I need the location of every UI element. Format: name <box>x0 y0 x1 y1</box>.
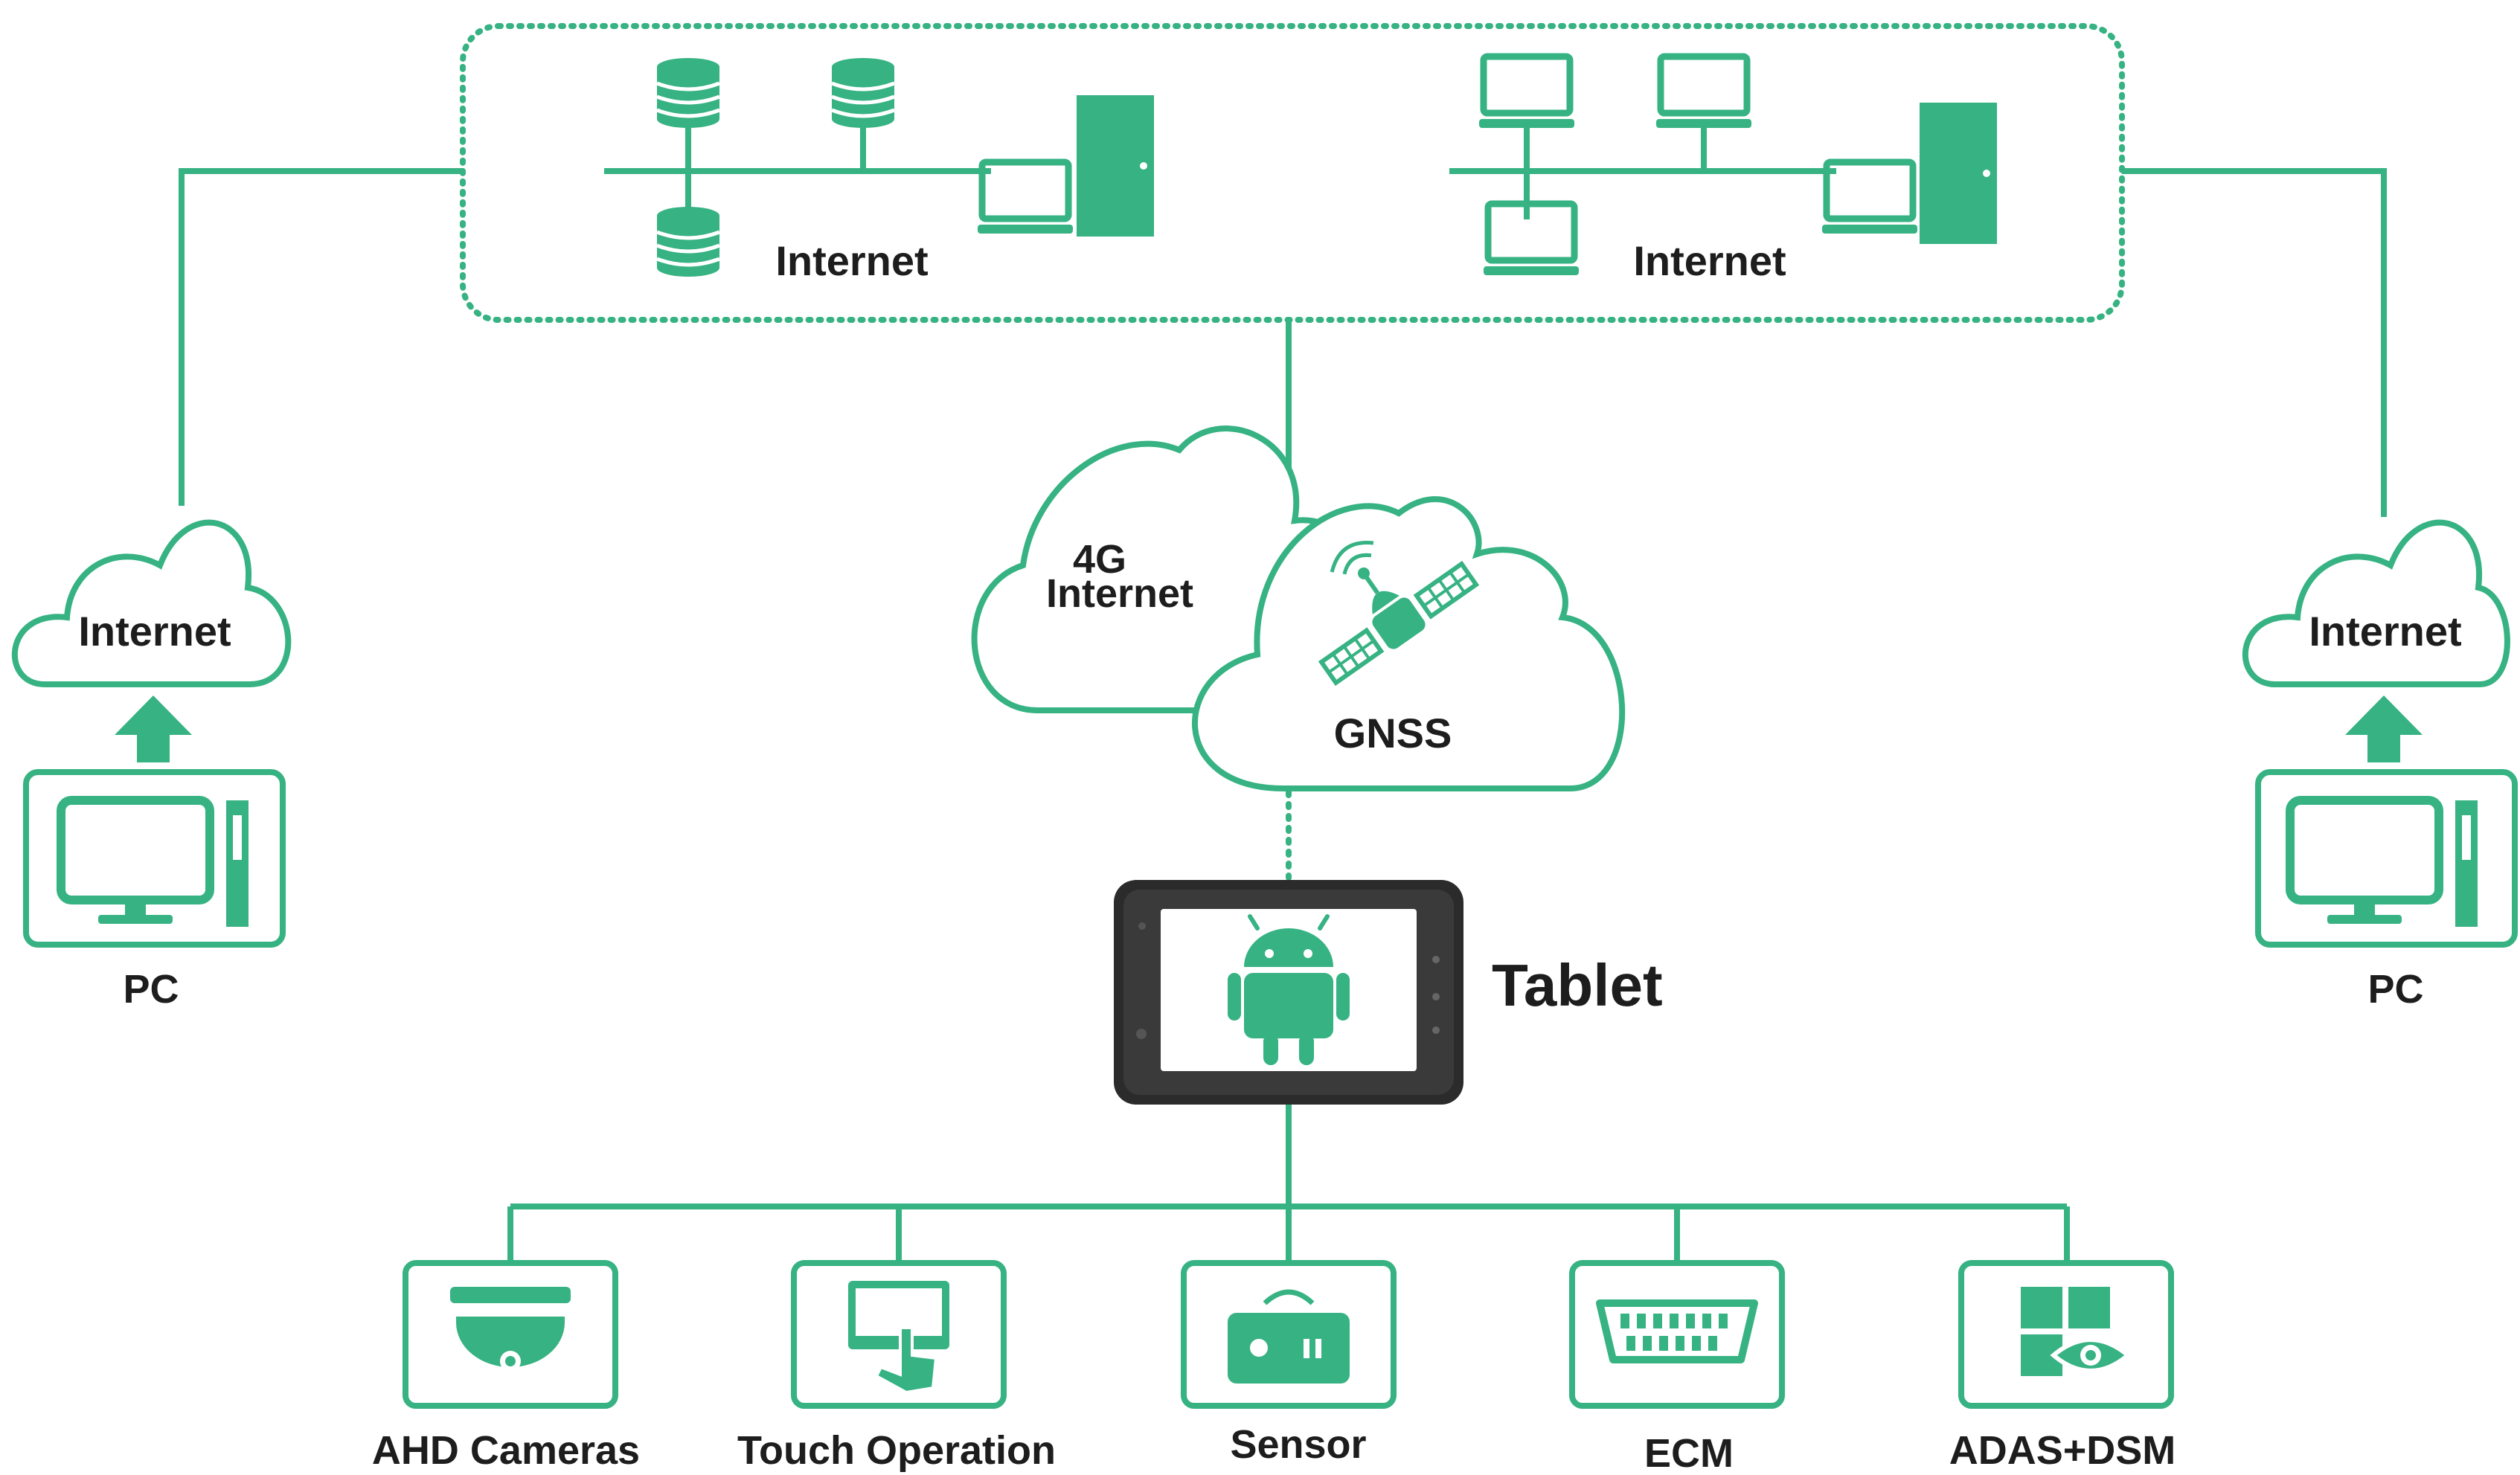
peripheral-sensor: Sensor <box>1181 1260 1397 1467</box>
desktop-pc-icon <box>2290 800 2478 927</box>
peripheral-label: ADAS+DSM <box>1949 1428 2176 1473</box>
peripheral-label: Touch Operation <box>737 1428 1056 1473</box>
laptop-icon <box>978 162 1073 234</box>
left-client: Internet PC <box>11 519 292 1012</box>
tablet-device: Tablet <box>1114 880 1663 1105</box>
tablet-label: Tablet <box>1492 952 1663 1018</box>
dome-camera-icon <box>450 1287 571 1372</box>
cloud-gnss <box>1191 496 1626 791</box>
server-icon <box>1920 103 1997 244</box>
adas-eye-icon <box>2021 1287 2132 1376</box>
database-icon <box>657 207 719 277</box>
upload-arrow-icon <box>115 695 192 762</box>
cloud-label-4g-line1: 4G <box>1073 537 1126 582</box>
desktop-pc-icon <box>61 800 249 927</box>
left-lan: Internet <box>604 58 1154 284</box>
peripheral-touch-operation: Touch Operation <box>737 1260 1056 1473</box>
peripheral-label: ECM <box>1644 1431 1734 1475</box>
database-icon <box>657 58 719 128</box>
server-icon <box>1077 95 1154 237</box>
right-lan: Internet <box>1449 57 1997 284</box>
pc-label-right: PC <box>2367 967 2423 1012</box>
peripheral-adas-dsm: ADAS+DSM <box>1949 1260 2176 1473</box>
pc-label-left: PC <box>123 967 179 1012</box>
cloud-icon <box>11 519 292 687</box>
right-client: Internet PC <box>2242 519 2518 1012</box>
sensor-icon <box>1228 1289 1350 1384</box>
obd-connector-icon <box>1596 1299 1758 1363</box>
cloud-label-right: Internet <box>2309 608 2461 655</box>
pc-box <box>23 769 286 948</box>
network-label-right: Internet <box>1633 237 1786 284</box>
laptop-icon <box>1484 204 1579 275</box>
network-label-left: Internet <box>775 237 928 284</box>
server-network-group: Internet Internet <box>460 23 2125 323</box>
laptop-icon <box>1656 57 1751 128</box>
laptop-icon <box>1822 162 1917 234</box>
cloud-label-gnss: GNSS <box>1334 710 1452 756</box>
cloud-label-left: Internet <box>78 608 231 655</box>
cloud-icon <box>2242 519 2510 687</box>
peripheral-ahd-cameras: AHD Cameras <box>372 1260 640 1473</box>
touch-screen-icon <box>848 1281 949 1395</box>
satellite-icon <box>1318 541 1480 687</box>
peripheral-label: Sensor <box>1230 1422 1366 1467</box>
database-icon <box>832 58 894 128</box>
pc-box <box>2255 769 2518 948</box>
upload-arrow-icon <box>2345 695 2423 762</box>
peripheral-label: AHD Cameras <box>372 1428 640 1473</box>
peripheral-ecm: ECM <box>1569 1260 1785 1475</box>
central-clouds: 4G Internet GNSS <box>971 425 1626 791</box>
cloud-label-4g-line2: Internet <box>1046 571 1193 616</box>
laptop-icon <box>1479 57 1574 128</box>
android-icon <box>1228 914 1350 1065</box>
